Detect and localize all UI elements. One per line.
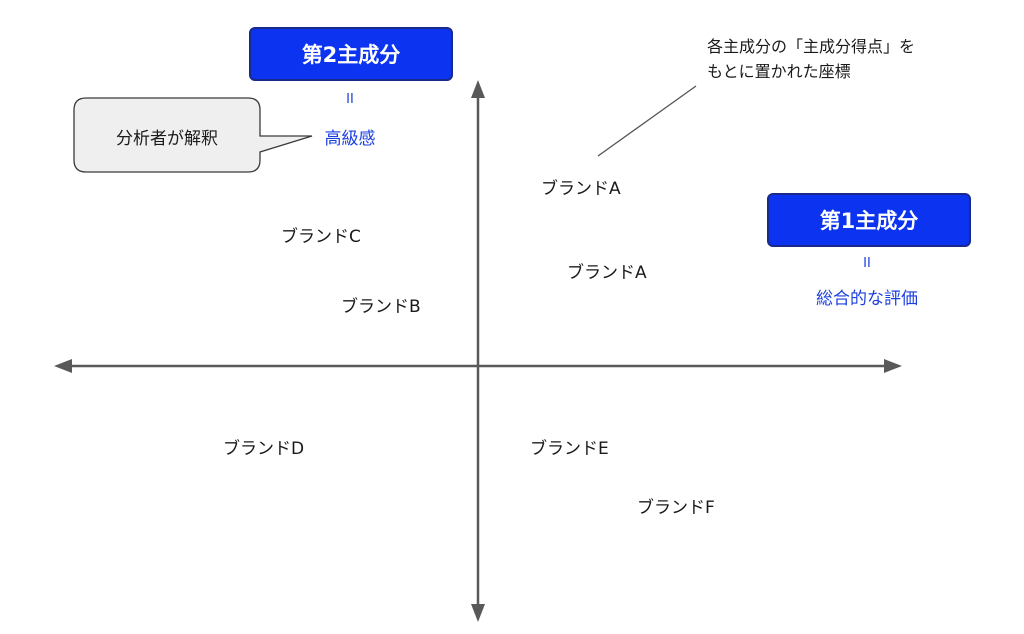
second-component-equals-sign: II [346,92,354,107]
axis-arrow-down-icon [471,604,485,622]
brand-label-a-lower: ブランドA [567,263,647,283]
annotation-leader-line [597,85,697,157]
annotation-line-2: もとに置かれた座標 [707,62,851,81]
brand-label-f: ブランドF [637,498,715,518]
callout-text: 分析者が解釈 [116,129,218,149]
first-component-meaning: 総合的な評価 [816,289,918,309]
second-component-meaning: 高級感 [324,129,376,149]
callout-bubble [73,97,313,173]
brand-label-e: ブランドE [530,439,609,459]
brand-label-a-upper: ブランドA [541,179,621,199]
axis-arrow-right-icon [884,359,902,373]
second-component-label: 第2主成分 [301,43,401,67]
axis-arrow-left-icon [54,359,72,373]
first-component-label: 第1主成分 [819,209,919,233]
axis-arrow-up-icon [471,80,485,98]
brand-label-c: ブランドC [281,227,361,247]
brand-label-b: ブランドB [341,297,421,317]
coordinate-annotation: 各主成分の「主成分得点」を もとに置かれた座標 [707,34,1007,84]
vertical-axis [471,80,485,622]
first-component-equals-sign: II [863,256,871,271]
first-component-label-box: 第1主成分 [767,193,971,247]
brand-label-d: ブランドD [223,439,305,459]
annotation-line-1: 各主成分の「主成分得点」を [707,37,916,56]
second-component-label-box: 第2主成分 [249,27,453,81]
